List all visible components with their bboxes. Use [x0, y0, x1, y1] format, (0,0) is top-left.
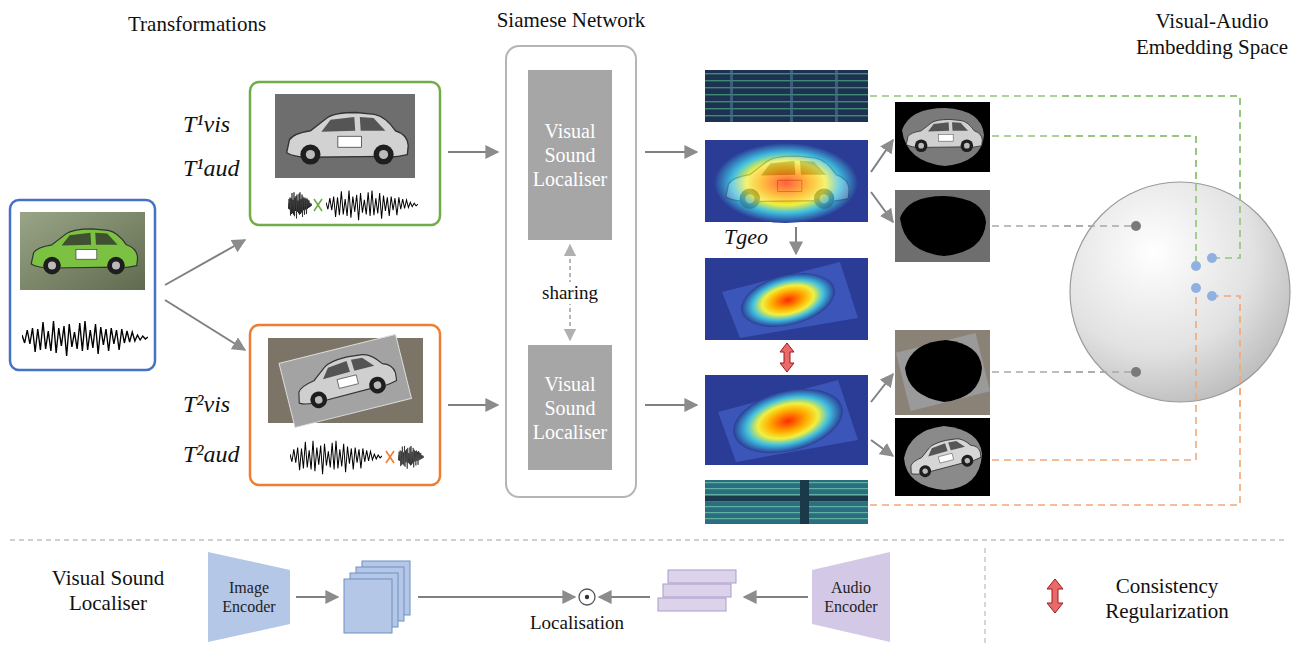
localiser-box: Visual Sound Localiser	[528, 70, 612, 240]
legend-text: Consistency Regularization	[1082, 574, 1252, 624]
view-one	[250, 82, 440, 225]
transform-symbol: T²aud	[183, 440, 243, 469]
view-two	[250, 325, 440, 485]
foreground-crop-one	[895, 102, 990, 172]
heatmap-one	[705, 140, 868, 223]
transform-symbol: Tgeo	[724, 224, 788, 250]
group-heading: Visual-Audio Embedding Space	[1130, 4, 1294, 61]
trapezoid	[208, 552, 290, 642]
audio-features	[658, 570, 736, 611]
embedding-sphere	[1062, 4, 1294, 406]
legend-heading: Visual Sound Localiser	[28, 566, 188, 616]
separators	[10, 540, 1288, 645]
group-heading: Siamese Network	[475, 8, 667, 33]
input-sample	[10, 200, 155, 370]
transform-symbol: T¹aud	[183, 154, 243, 183]
siamese-network: Siamese NetworkVisual Sound LocaliserVis…	[505, 8, 637, 498]
heatmap-two	[705, 375, 868, 465]
edge-label: sharing	[539, 282, 601, 304]
operation-label: Localisation	[530, 612, 645, 635]
legend-swatch	[1045, 578, 1065, 614]
spectrogram-two	[705, 480, 868, 524]
bottom-arrows	[296, 596, 808, 598]
feature-maps	[344, 561, 410, 633]
split-arrows	[165, 240, 245, 350]
localiser-box: Visual Sound Localiser	[528, 345, 612, 470]
transform-symbol: T¹vis	[183, 110, 243, 139]
encoder-label: Image Encoder	[212, 578, 286, 616]
consistency-arrow	[780, 343, 794, 372]
encoder-label: Audio Encoder	[816, 578, 886, 616]
transform-symbol: T²vis	[183, 390, 243, 419]
background-crop-two	[895, 330, 990, 415]
audio-encoder: Audio Encoder	[812, 552, 890, 642]
embedding-space: Visual-Audio Embedding Space	[1062, 4, 1294, 406]
localisation-operator	[579, 589, 595, 605]
spectrogram-one	[705, 70, 868, 122]
encoder-shape	[208, 552, 290, 642]
heatmap-warped	[705, 258, 868, 340]
encoder-shape	[812, 552, 890, 642]
trapezoid	[812, 552, 890, 642]
localiser-label: Visual Sound Localiser	[531, 372, 609, 444]
background-crop-one	[895, 190, 990, 262]
localiser-label: Visual Sound Localiser	[531, 119, 609, 191]
column-heading: Transformations	[128, 12, 288, 37]
foreground-crop-two	[895, 418, 990, 496]
image-encoder: Image Encoder	[208, 552, 290, 642]
double-arrow-symbol	[1047, 579, 1063, 613]
